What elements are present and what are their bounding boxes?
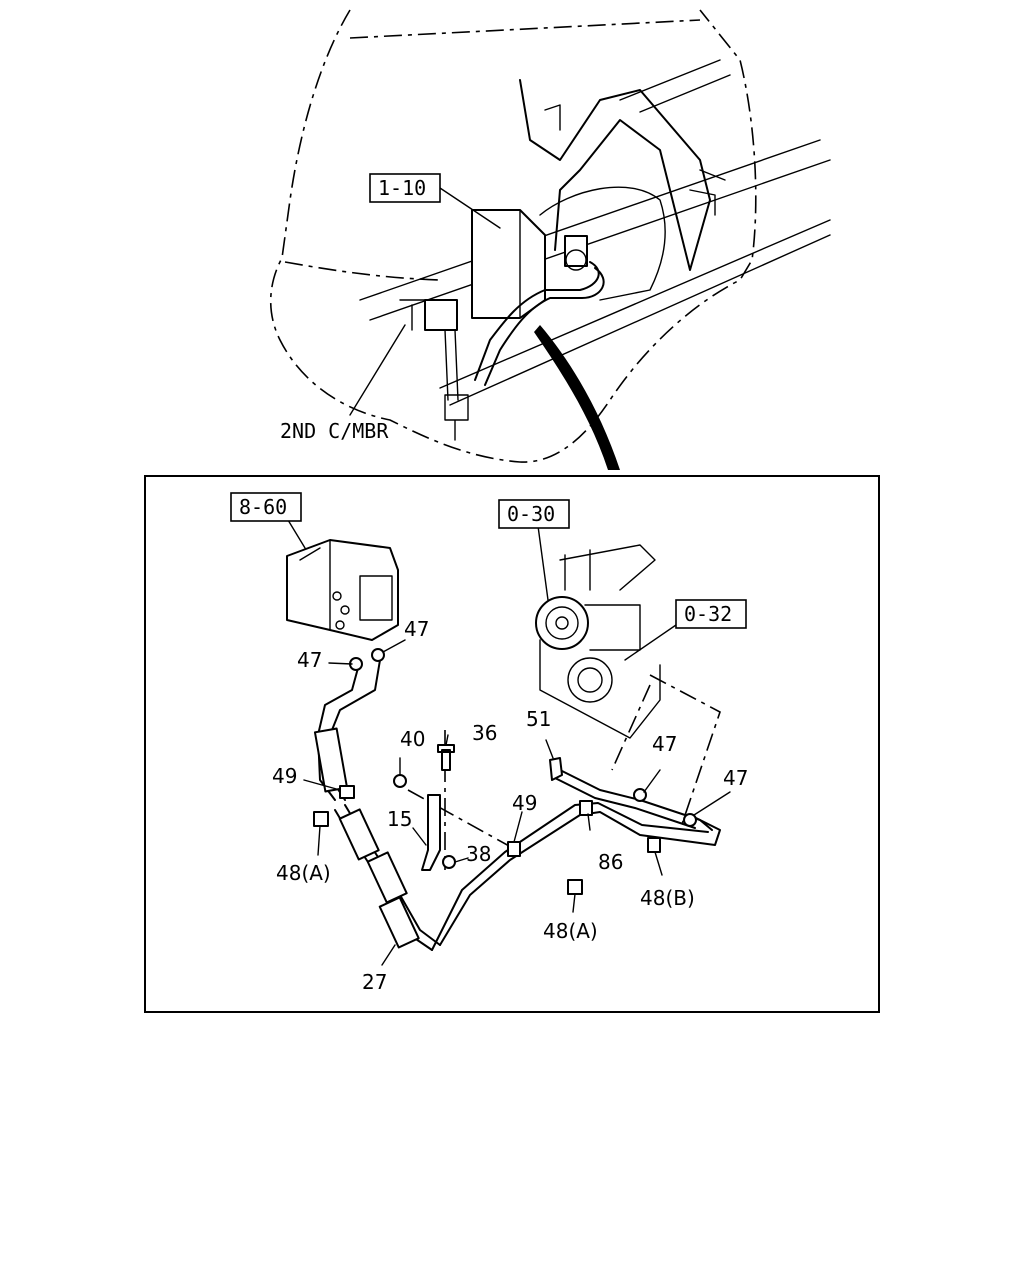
detail-frame <box>144 475 880 1013</box>
cab-inner <box>349 19 701 39</box>
clip-47-a <box>371 648 385 662</box>
callout-15: 15 <box>387 807 412 831</box>
leader-1-10 <box>439 187 501 229</box>
vehicle-overview: 1-10 2ND C/MBR <box>269 9 831 470</box>
member-label: 2ND C/MBR <box>280 419 389 443</box>
compressor-body <box>539 186 666 301</box>
frame-rail-3 <box>619 59 731 113</box>
compressor-pulley <box>565 249 587 271</box>
callout-49-b: 49 <box>512 791 537 815</box>
ref-box-8-60 <box>230 492 302 522</box>
leader-8-60 <box>287 519 306 549</box>
callout-48a-1: 48(A) <box>276 861 331 885</box>
compressor-head <box>564 235 588 267</box>
callout-86: 86 <box>598 850 623 874</box>
hose-evap-2 <box>317 667 359 801</box>
cross-member-detail <box>544 104 726 216</box>
evaporator-detail <box>299 539 393 631</box>
bolt-48b <box>647 837 661 853</box>
hose-sleeve-3 <box>366 851 408 904</box>
callout-48b: 48(B) <box>640 886 695 910</box>
clip-49-b <box>507 841 521 857</box>
compressor-clutch-inner <box>545 606 579 640</box>
evap-bolt-3 <box>335 620 345 630</box>
evap-bolt-2 <box>340 605 350 615</box>
callout-36: 36 <box>472 721 497 745</box>
evaporator-unit <box>286 539 399 641</box>
clip-86 <box>579 800 593 816</box>
ref-label-8-60: 8-60 <box>239 495 287 519</box>
clip-49-a <box>339 785 355 799</box>
nut-38 <box>442 855 456 869</box>
receiver-drier <box>424 299 458 331</box>
hose-top-2 <box>484 267 605 386</box>
detail-arrow <box>534 325 620 470</box>
bolt-36 <box>437 744 455 771</box>
pipe-comp-b <box>554 777 696 829</box>
engine-pulley <box>567 657 613 703</box>
callout-47-d: 47 <box>723 766 748 790</box>
drier-bracket <box>399 299 426 331</box>
callout-40: 40 <box>400 727 425 751</box>
clip-47-d <box>683 813 697 827</box>
callout-47-c: 47 <box>652 732 677 756</box>
centerline-0-32 <box>611 674 721 831</box>
compressor-clutch-hub <box>555 616 569 630</box>
pipe-main-a <box>439 811 721 946</box>
compressor-housing <box>559 544 656 651</box>
hose-drop <box>444 329 459 401</box>
evap-bolt-1 <box>332 591 342 601</box>
hose-sleeve-1 <box>313 727 349 793</box>
bracket-15 <box>421 794 441 871</box>
frame-rail-1 <box>359 139 831 321</box>
callout-49-a: 49 <box>272 764 297 788</box>
bolt-48a-2 <box>567 879 583 895</box>
frame-rail-2 <box>439 219 831 406</box>
cross-member <box>519 79 711 271</box>
callout-51: 51 <box>526 707 551 731</box>
callout-leaders <box>303 639 731 966</box>
centerline-bracket <box>407 730 521 870</box>
leader-0-30 <box>537 525 549 601</box>
hose-top <box>474 261 600 381</box>
leader-0-32 <box>624 624 677 661</box>
engine-block <box>539 549 661 739</box>
lower-bracket <box>444 394 469 441</box>
condenser-unit <box>471 209 546 319</box>
callout-48a-2: 48(A) <box>543 919 598 943</box>
clip-47-c <box>633 788 647 802</box>
compressor-clutch <box>535 596 589 650</box>
callout-47-b: 47 <box>297 648 322 672</box>
callout-27: 27 <box>362 970 387 994</box>
callout-47-a: 47 <box>404 617 429 641</box>
pipe-main-b <box>431 802 709 951</box>
ref-label-1-10: 1-10 <box>378 176 426 200</box>
ref-label-0-32: 0-32 <box>684 602 732 626</box>
ref-label-0-30: 0-30 <box>507 502 555 526</box>
bolt-48a-1 <box>313 811 329 827</box>
detail-view: 8-60 0-30 0-32 <box>230 492 748 994</box>
hose-sleeve-2 <box>338 808 380 861</box>
ref-box-0-32 <box>675 599 747 629</box>
cab-floor <box>284 261 441 281</box>
hose-sleeve-4 <box>378 896 420 949</box>
ref-box-0-30 <box>498 499 570 529</box>
clamp-51 <box>549 757 563 781</box>
engine-pulley-inner <box>577 667 603 693</box>
leader-2nd-cmbr <box>349 324 406 416</box>
ref-box-1-10 <box>369 173 441 203</box>
callout-38: 38 <box>466 842 491 866</box>
nut-40 <box>393 774 407 788</box>
